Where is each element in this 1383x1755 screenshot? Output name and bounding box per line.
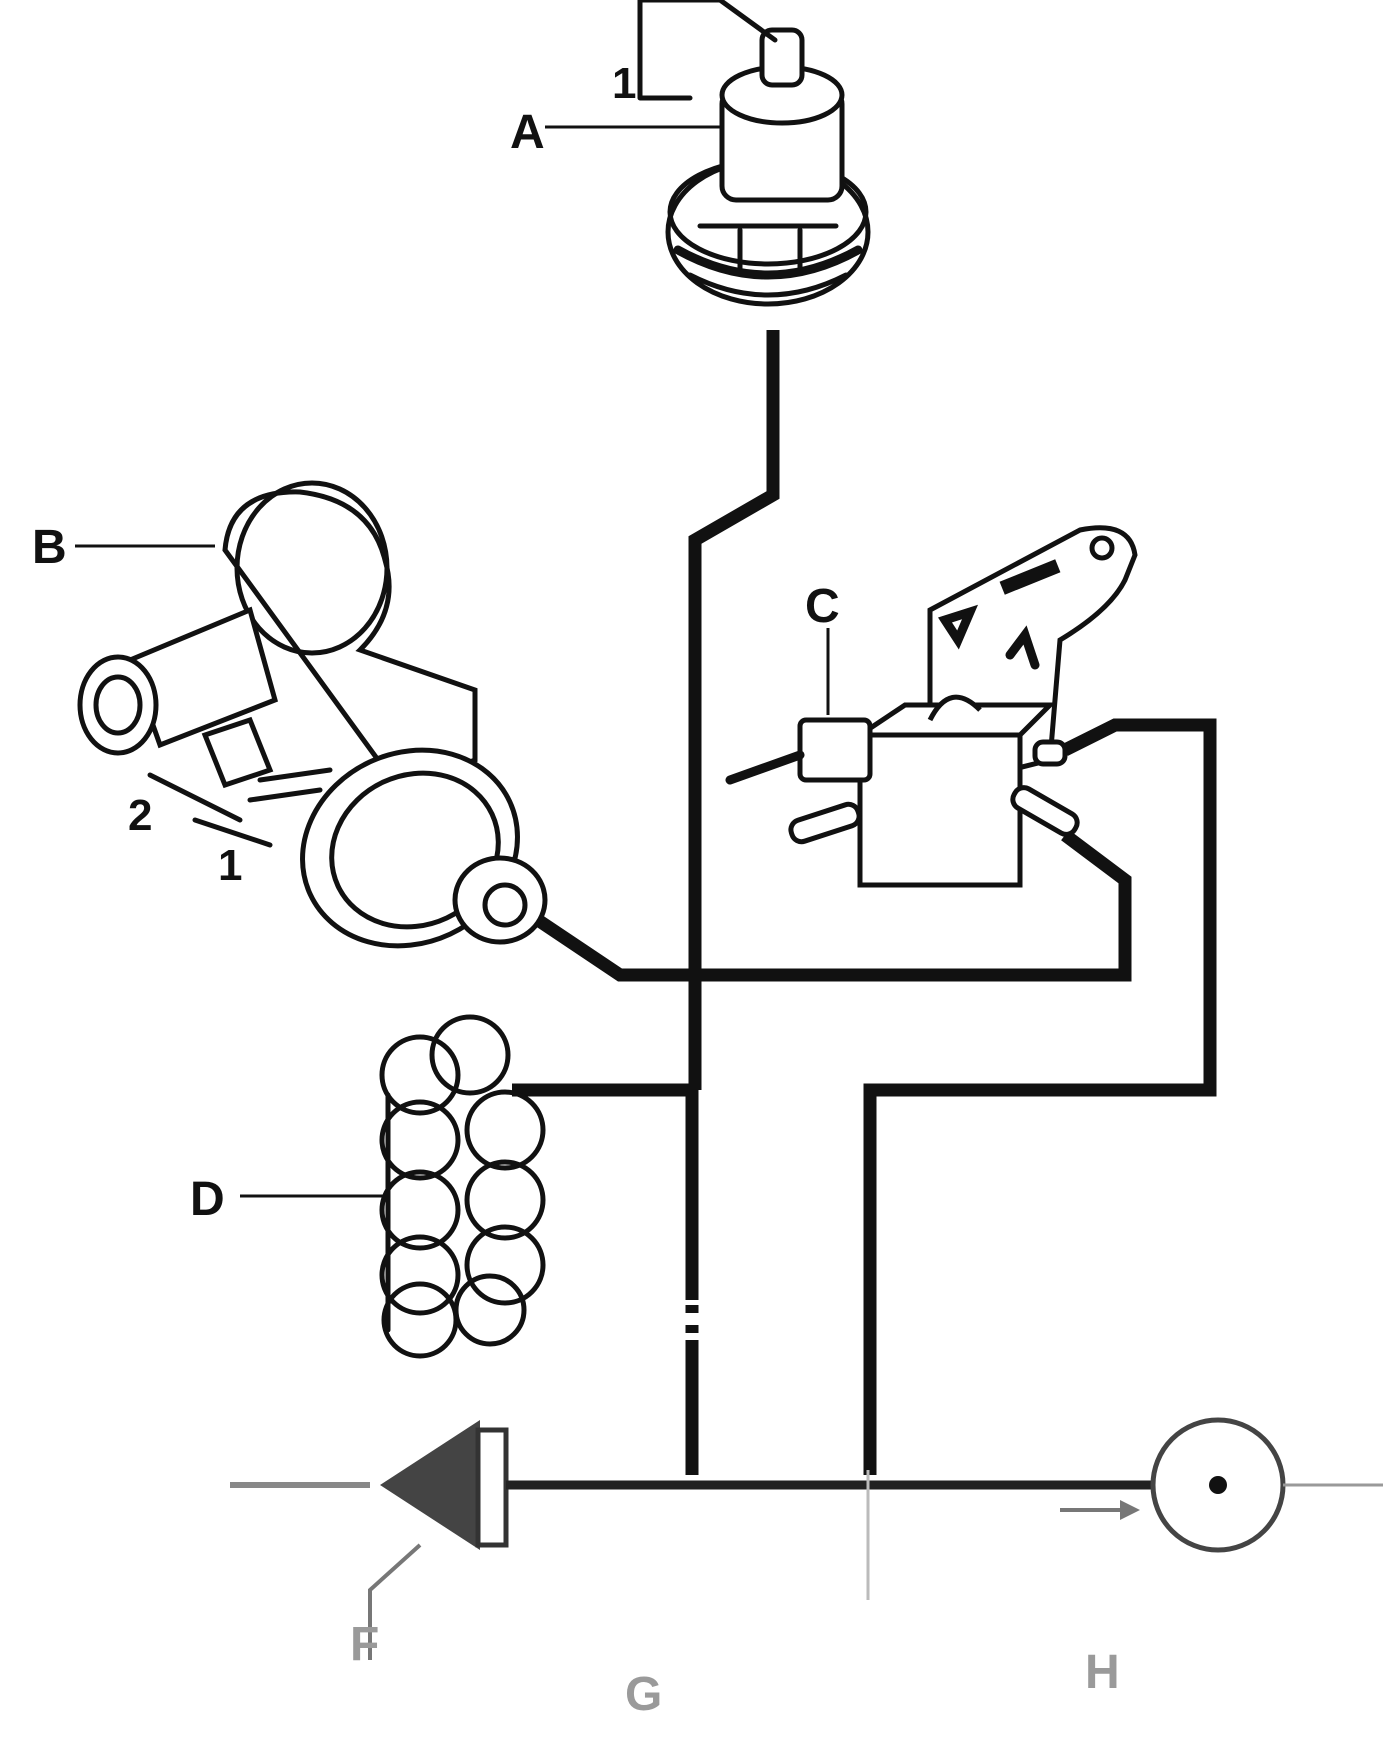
component-c-solenoid: [725, 525, 1138, 888]
label-b: B: [32, 521, 67, 574]
flow-arrow: [1120, 1500, 1140, 1520]
solenoid-c-connector: [797, 717, 873, 783]
component-d-filter: [240, 1014, 546, 1359]
solenoid-c-body: [857, 732, 1023, 888]
hose-b-to-main: [516, 829, 1132, 982]
solenoid-c-wire: [725, 750, 805, 785]
check-valve-f: [380, 1420, 480, 1550]
hose-d-to-pipe: [512, 1083, 699, 1300]
label-f: F: [350, 1618, 379, 1671]
label-d: D: [190, 1173, 225, 1226]
valve-b-port: [77, 654, 159, 756]
solenoid-c-port-right: [1010, 785, 1080, 837]
callout-b-pin-2: 2: [128, 791, 152, 840]
callout-b-pin-1: 1: [218, 841, 242, 890]
label-a: A: [510, 106, 545, 159]
label-h: H: [1085, 1646, 1120, 1699]
a-wire: [637, 0, 778, 101]
hose-c-right-loop: [863, 718, 1217, 1475]
component-a-switch: [545, 0, 871, 307]
flow-line: [230, 1417, 1383, 1660]
hose-network: [512, 330, 1217, 1475]
callout-a-pin-1: 1: [612, 59, 636, 108]
solenoid-c-port-left: [788, 801, 862, 845]
label-c: C: [805, 580, 840, 633]
hose-a-to-junction: [688, 330, 780, 975]
component-b-valve: [75, 480, 548, 949]
switch-a-terminal: [759, 27, 805, 88]
label-g: G: [625, 1668, 662, 1721]
